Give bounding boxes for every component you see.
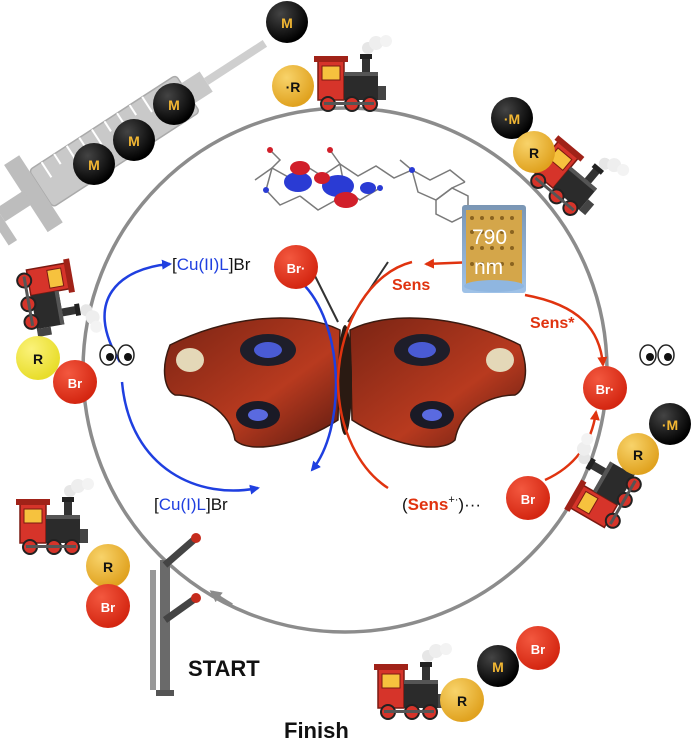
wavelength-unit: nm [474, 256, 503, 279]
bromine-radical-ball: Br· [583, 366, 627, 410]
radical-ball: R [16, 336, 60, 380]
eyes-icon [99, 344, 135, 366]
svg-text:Br·: Br· [596, 382, 615, 397]
led-icon: 790 nm [462, 205, 526, 293]
bromine-ball: Br [86, 584, 130, 628]
monomer-ball: M [73, 143, 115, 185]
monomer-radical-ball: ·M [649, 403, 691, 445]
svg-text:Br: Br [101, 600, 115, 615]
train-icon [373, 642, 453, 720]
radical-ball: R [617, 433, 659, 475]
svg-text:R: R [457, 693, 467, 709]
cu1-label: [Cu(I)L]Br [154, 495, 228, 514]
monomer-ball: M [266, 1, 308, 43]
radical-ball: R [513, 131, 555, 173]
svg-text:·M: ·M [662, 417, 678, 433]
radical-ball: R [440, 678, 484, 722]
bromine-radical-ball: Br· [274, 245, 318, 289]
monomer-ball: M [153, 83, 195, 125]
svg-text:Br: Br [68, 376, 82, 391]
svg-text:Br: Br [521, 492, 535, 507]
train-icon [15, 477, 95, 555]
eyes-icon [639, 344, 675, 366]
svg-text:·M: ·M [504, 111, 520, 127]
svg-text:Br·: Br· [287, 261, 306, 276]
molecule-icon [254, 147, 469, 223]
svg-text:R: R [33, 351, 43, 367]
monomer-radical-ball: ·M [491, 97, 533, 139]
monomer-ball: M [477, 645, 519, 687]
start-label: START [188, 656, 260, 681]
svg-text:M: M [168, 97, 180, 113]
svg-text:M: M [128, 133, 140, 149]
svg-text:Br: Br [531, 642, 545, 657]
svg-text:M: M [492, 659, 504, 675]
radical-ball: R [86, 544, 130, 588]
bromine-ball: Br [53, 360, 97, 404]
sens-cation-label: (Sens+·)··· [402, 494, 481, 514]
signal-icon [150, 533, 201, 696]
train-icon [313, 34, 393, 112]
finish-label: Finish [284, 718, 349, 743]
sens-label: Sens [392, 277, 430, 294]
bromine-ball: Br [506, 476, 550, 520]
train-icon [13, 253, 105, 346]
svg-text:R: R [529, 145, 539, 161]
monomer-ball: M [113, 119, 155, 161]
svg-text:R: R [103, 559, 113, 575]
cu2-label: [Cu(II)L]Br [172, 255, 251, 274]
bromine-ball: Br [516, 626, 560, 670]
svg-text:·R: ·R [286, 79, 301, 95]
sens-excited-label: Sens* [530, 315, 575, 332]
svg-text:R: R [633, 447, 643, 463]
svg-text:M: M [281, 15, 293, 31]
copper-cycle-arrows [103, 259, 338, 495]
svg-text:M: M [88, 157, 100, 173]
radical-ball: ·R [272, 65, 314, 107]
wavelength-value: 790 [472, 226, 507, 249]
